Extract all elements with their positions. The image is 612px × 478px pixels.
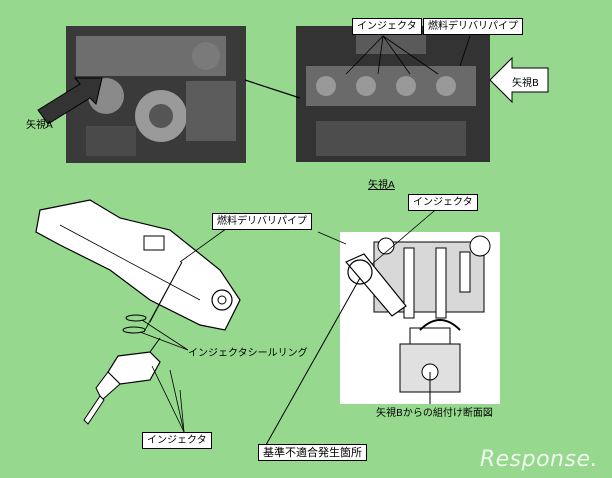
- injector-label-top: インジェクタ: [352, 18, 422, 35]
- failure-point-label: 基準不適合発生箇所: [258, 444, 367, 461]
- fuel-pipe-label-mid: 燃料デリバリパイプ: [212, 213, 312, 230]
- section-diagram: [340, 232, 500, 404]
- injector-label-bottom: インジェクタ: [142, 432, 212, 449]
- response-watermark: Response.: [479, 447, 598, 472]
- engine-photo-left: [66, 26, 246, 163]
- yashi-b-label: 矢視B: [512, 78, 539, 89]
- section-caption: 矢視Bからの組付け断面図: [376, 408, 493, 419]
- engine-photo-right: [296, 26, 490, 162]
- yashi-a-caption: 矢視A: [368, 180, 395, 191]
- injector-label-right: インジェクタ: [408, 194, 478, 211]
- yashi-a-label-left: 矢視A: [26, 120, 53, 131]
- seal-ring-label: インジェクタシールリング: [188, 348, 308, 359]
- fuel-pipe-label-top: 燃料デリバリパイプ: [423, 18, 523, 35]
